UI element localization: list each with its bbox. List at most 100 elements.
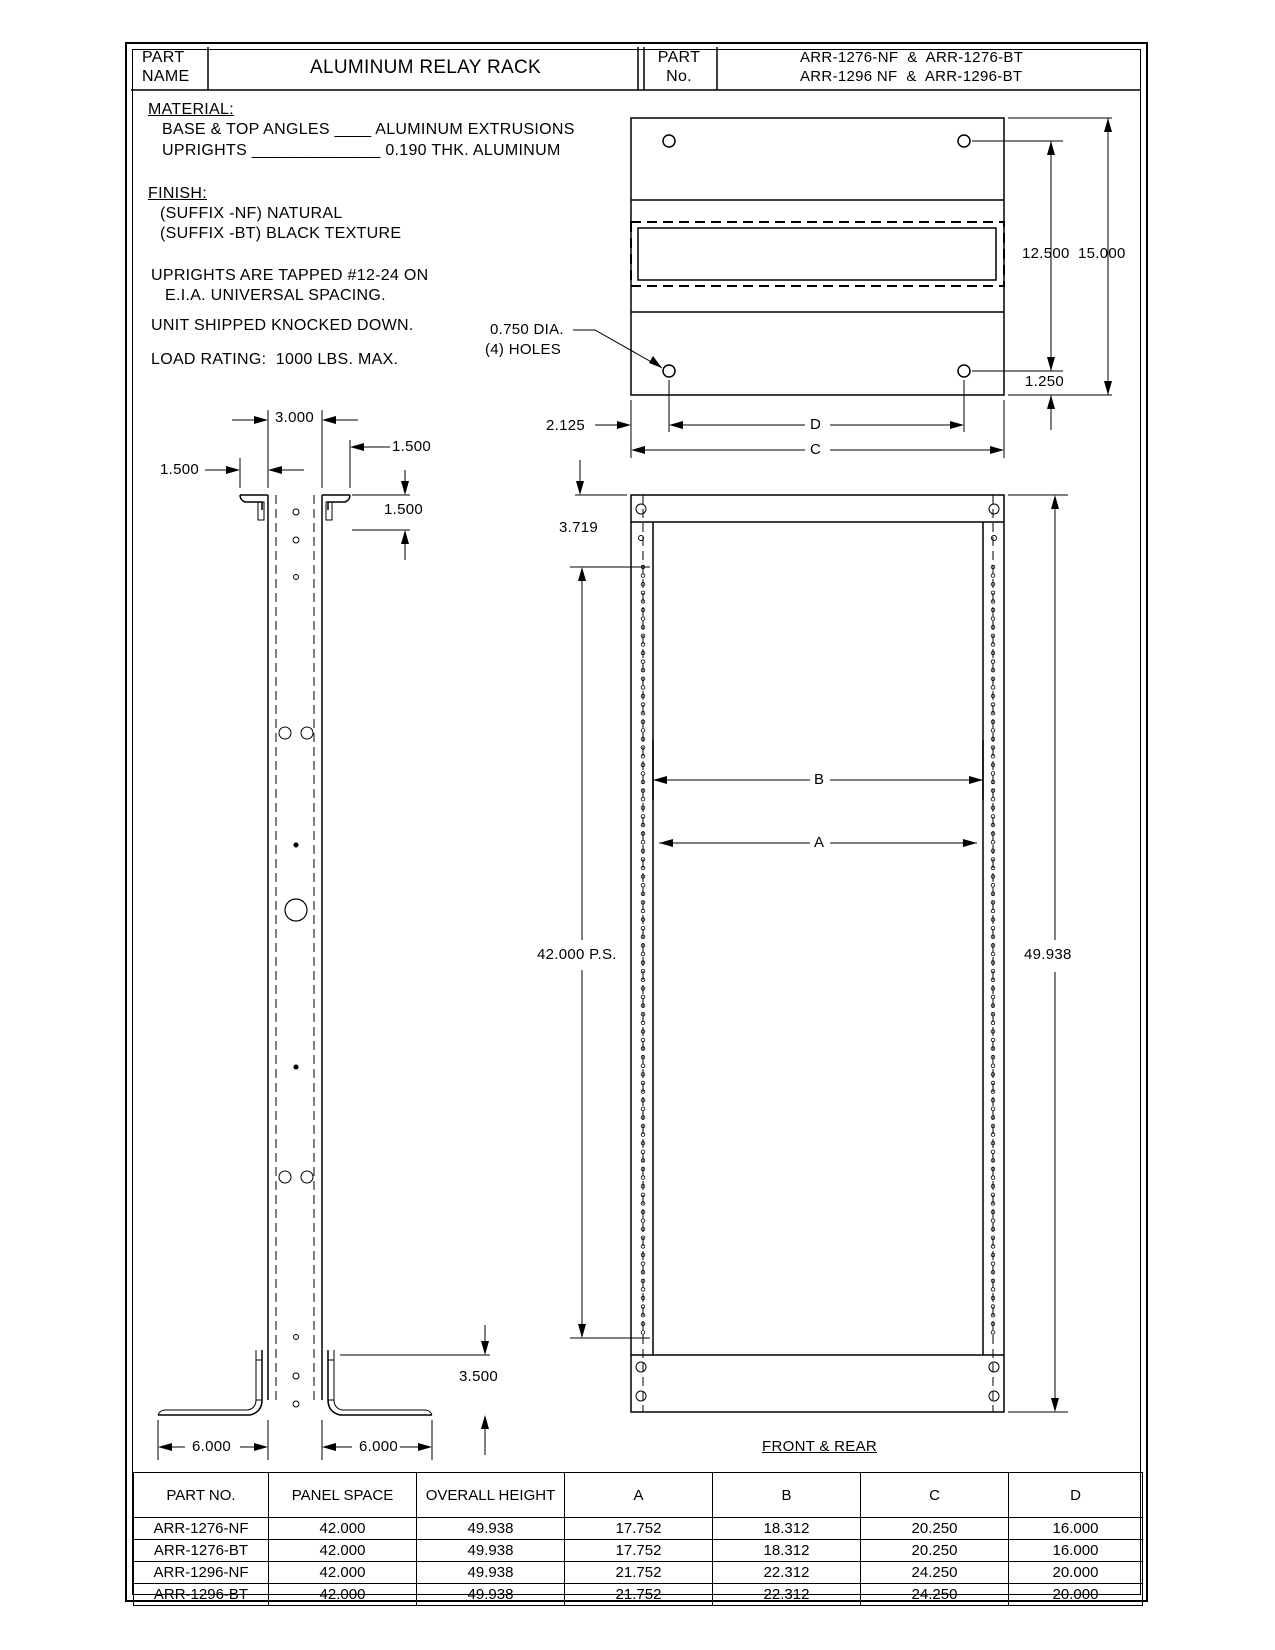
tapped-hole: [990, 1072, 996, 1077]
tapped-hole: [640, 831, 646, 836]
tapped-hole: [990, 1304, 996, 1309]
tapped-hole: [640, 711, 646, 716]
tapped-hole: [640, 1244, 646, 1249]
tapped-hole: [640, 1252, 646, 1258]
tapped-hole: [640, 1115, 646, 1120]
tapped-hole: [990, 1209, 996, 1215]
tapped-hole: [990, 926, 996, 931]
tapped-hole: [990, 736, 996, 742]
table-cell: 17.752: [564, 1539, 713, 1562]
tapped-hole: [990, 1312, 996, 1318]
table-cell: 22.312: [712, 1561, 861, 1584]
tapped-hole: [640, 1304, 646, 1309]
col-header: A: [564, 1472, 713, 1518]
mount-hole: [957, 364, 971, 378]
dim-top-height: 1.500: [384, 501, 424, 518]
part-name: ALUMINUM RELAY RACK: [310, 57, 541, 78]
col-header: C: [860, 1472, 1009, 1518]
table-cell: 16.000: [1008, 1517, 1143, 1540]
tapped-hole: [990, 900, 996, 905]
tapped-hole: [640, 599, 646, 604]
tapped-hole: [640, 564, 646, 570]
tapped-hole: [640, 857, 646, 862]
tapped-hole: [990, 1226, 996, 1232]
tapped-hole: [990, 994, 996, 1000]
table-cell: 20.000: [1008, 1583, 1143, 1606]
tapped-hole: [640, 960, 646, 965]
tapped-hole: [640, 874, 646, 879]
tapped-hole: [990, 1149, 996, 1154]
tapped-hole: [640, 840, 646, 845]
table-cell: 16.000: [1008, 1539, 1143, 1562]
tapped-hole: [640, 1261, 646, 1266]
tapped-hole: [640, 1149, 646, 1154]
tapped-hole: [640, 1097, 646, 1103]
tapped-hole: [640, 1063, 646, 1068]
tapped-hole: [640, 1226, 646, 1232]
tapped-hole: [990, 1020, 996, 1025]
table-cell: 42.000: [268, 1561, 417, 1584]
table-cell: 20.000: [1008, 1561, 1143, 1584]
dim-bottom-height: 3.500: [459, 1368, 499, 1385]
table-header-row: PART NO. PANEL SPACE OVERALL HEIGHT A B …: [133, 1472, 1143, 1518]
dim-3-000: 3.000: [275, 409, 315, 426]
table-cell: 42.000: [268, 1583, 417, 1606]
tapped-hole: [990, 840, 996, 845]
tapped-hole: [640, 1218, 646, 1223]
col-header: PANEL SPACE: [268, 1472, 417, 1518]
tapped-hole: [990, 1321, 996, 1326]
table-cell: 22.312: [712, 1583, 861, 1606]
tapped-hole: [640, 659, 646, 664]
top-view-outline: [630, 117, 1005, 396]
table-cell: 24.250: [860, 1583, 1009, 1606]
table-cell: ARR-1276-NF: [133, 1517, 269, 1540]
hole-label-2: (4) HOLES: [485, 341, 562, 358]
tapped-hole: [990, 582, 996, 587]
tapped-hole: [640, 779, 646, 785]
top-view-hidden-angle: [630, 221, 1005, 287]
tapped-hole: [990, 1003, 996, 1008]
tapped-hole: [640, 814, 646, 819]
tapped-line2: E.I.A. UNIVERSAL SPACING.: [165, 287, 386, 304]
tapped-hole: [990, 779, 996, 785]
tapped-hole: [640, 994, 646, 1000]
tapped-hole: [640, 736, 646, 742]
tapped-hole: [990, 668, 996, 673]
tapped-hole: [640, 1183, 646, 1189]
tapped-hole: [640, 900, 646, 905]
tapped-hole: [640, 702, 646, 707]
finish-line2: (SUFFIX -BT) BLACK TEXTURE: [160, 225, 402, 242]
tapped-hole: [640, 719, 646, 724]
tapped-hole: [640, 1020, 646, 1025]
tapped-hole: [990, 805, 996, 810]
tapped-hole: [640, 1269, 646, 1275]
tapped-hole: [990, 1029, 996, 1034]
tapped-hole: [990, 650, 996, 656]
tapped-hole: [640, 908, 646, 914]
table-cell: 42.000: [268, 1539, 417, 1562]
dim-15-000: 15.000: [1078, 245, 1126, 262]
finish-line1: (SUFFIX -NF) NATURAL: [160, 205, 343, 222]
tapped-hole: [990, 822, 996, 828]
dim-label-c: C: [810, 441, 822, 458]
tapped-hole: [640, 1046, 646, 1051]
tapped-hole: [990, 917, 996, 922]
material-heading: MATERIAL:: [148, 101, 234, 118]
tapped-hole: [990, 891, 996, 896]
dim-label-d: D: [810, 416, 822, 433]
tapped-hole: [640, 1140, 646, 1146]
tapped-hole: [640, 934, 646, 939]
tapped-hole: [640, 891, 646, 896]
dim-base-left: 6.000: [192, 1438, 232, 1455]
dim-2-125: 2.125: [546, 417, 586, 434]
tapped-hole: [990, 1132, 996, 1137]
tapped-hole: [990, 943, 996, 948]
mount-hole: [662, 134, 676, 148]
tapped-hole: [640, 822, 646, 828]
tapped-hole: [990, 1192, 996, 1197]
tapped-hole: [990, 865, 996, 871]
tapped-hole: [640, 728, 646, 733]
tapped-hole: [990, 702, 996, 707]
